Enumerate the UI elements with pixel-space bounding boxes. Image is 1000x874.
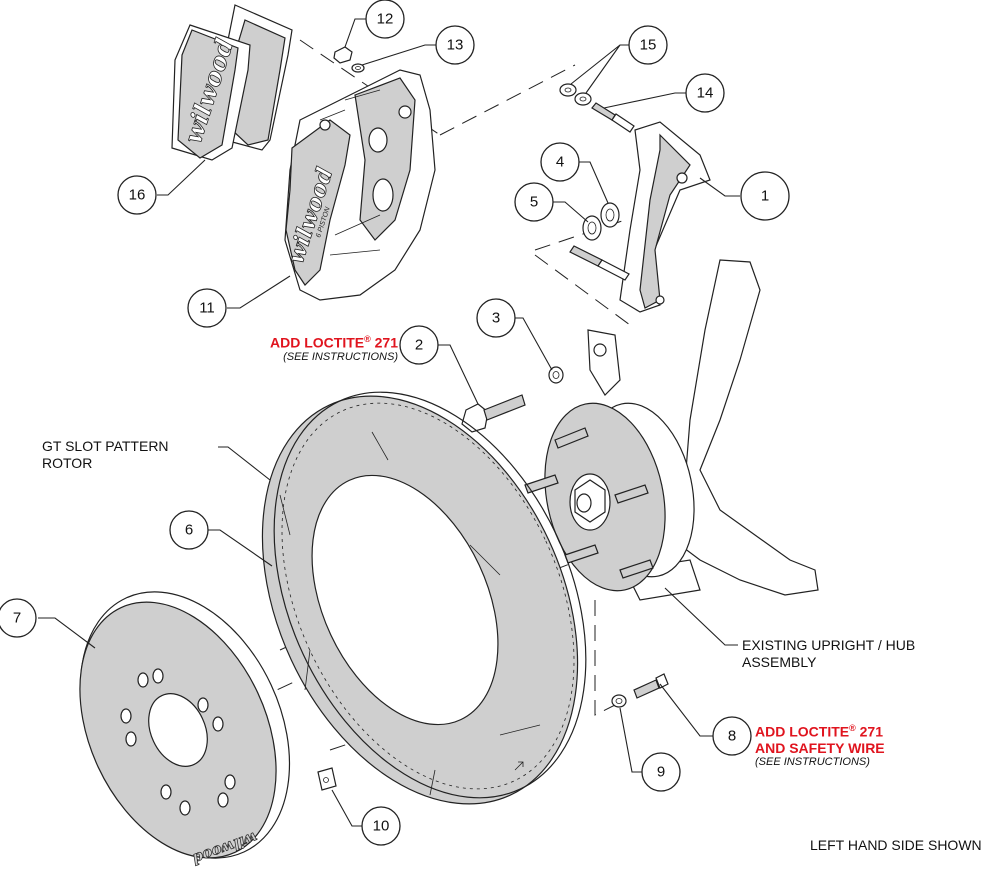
hat-loctite-note: ADD LOCTITE® 271 AND SAFETY WIRE (SEE IN… bbox=[755, 720, 885, 769]
svg-text:9: 9 bbox=[657, 764, 665, 781]
rotor bbox=[261, 391, 587, 805]
bolt-note-sub: (SEE INSTRUCTIONS) bbox=[283, 350, 398, 363]
hat-note-sub: (SEE INSTRUCTIONS) bbox=[755, 755, 870, 768]
callout-13: 13 bbox=[435, 25, 475, 65]
callout-2: 2 bbox=[399, 325, 439, 365]
callout-1: 1 bbox=[740, 171, 790, 221]
bolt-washer bbox=[548, 366, 564, 384]
shim-washers bbox=[582, 202, 620, 241]
rotor-label: GT SLOT PATTERN ROTOR bbox=[42, 438, 169, 472]
bolt-loctite-note: ADD LOCTITE® 271 (SEE INSTRUCTIONS) bbox=[268, 331, 398, 364]
hat-note-line2: AND SAFETY WIRE bbox=[755, 739, 885, 756]
svg-text:12: 12 bbox=[377, 11, 394, 28]
svg-text:3: 3 bbox=[492, 310, 500, 327]
caliper: wilwood 6 PISTON bbox=[283, 69, 436, 301]
t-nut bbox=[317, 767, 337, 791]
caliper-stud bbox=[591, 102, 635, 133]
svg-text:6: 6 bbox=[185, 522, 193, 539]
callout-4: 4 bbox=[540, 142, 580, 182]
svg-text:15: 15 bbox=[640, 37, 657, 54]
svg-text:16: 16 bbox=[129, 187, 146, 204]
stud-washers bbox=[559, 83, 592, 106]
hub-label-line1: EXISTING UPRIGHT / HUB bbox=[742, 637, 916, 653]
callouts: 1 2 3 4 5 6 7 8 9 10 11 12 13 14 15 16 bbox=[0, 0, 790, 846]
lower-stud bbox=[569, 245, 630, 281]
svg-text:8: 8 bbox=[728, 728, 736, 745]
callout-3: 3 bbox=[476, 298, 516, 338]
rotation-arrow-icon bbox=[514, 761, 524, 771]
brake-pads: wilwood bbox=[171, 4, 293, 161]
caliper-nut bbox=[333, 46, 353, 64]
callout-8: 8 bbox=[712, 716, 752, 756]
callout-15: 15 bbox=[628, 25, 668, 65]
svg-text:13: 13 bbox=[447, 37, 464, 54]
callout-16: 16 bbox=[117, 175, 157, 215]
svg-text:14: 14 bbox=[697, 85, 714, 102]
wheel-studs bbox=[524, 427, 654, 579]
callout-5: 5 bbox=[514, 182, 554, 222]
caliper-washer bbox=[351, 63, 365, 73]
svg-text:4: 4 bbox=[556, 154, 564, 171]
rotor-label-line2: ROTOR bbox=[42, 455, 93, 471]
svg-text:11: 11 bbox=[199, 300, 215, 317]
caliper-bracket bbox=[619, 121, 711, 313]
left-hand-side-shown: LEFT HAND SIDE SHOWN bbox=[810, 837, 982, 853]
bolt-note-line1: ADD LOCTITE® 271 bbox=[270, 334, 398, 351]
leader-lines bbox=[38, 18, 740, 827]
callout-14: 14 bbox=[685, 73, 725, 113]
hat-bolt bbox=[633, 673, 669, 699]
hat-holes bbox=[120, 668, 236, 816]
svg-text:1: 1 bbox=[761, 188, 769, 205]
hub-label: EXISTING UPRIGHT / HUB ASSEMBLY bbox=[742, 637, 915, 671]
footer-note: LEFT HAND SIDE SHOWN bbox=[810, 837, 982, 854]
svg-text:10: 10 bbox=[373, 818, 390, 835]
callout-7: 7 bbox=[0, 598, 37, 638]
svg-text:7: 7 bbox=[13, 610, 21, 627]
hub-label-line2: ASSEMBLY bbox=[742, 654, 817, 670]
rotor-hat: wilwood bbox=[79, 591, 291, 869]
rotor-slots bbox=[279, 431, 541, 796]
rotor-label-line1: GT SLOT PATTERN bbox=[42, 438, 169, 454]
hub bbox=[524, 402, 695, 592]
svg-text:2: 2 bbox=[415, 337, 423, 354]
svg-text:5: 5 bbox=[530, 194, 538, 211]
callout-11: 11 bbox=[187, 288, 227, 328]
callout-6: 6 bbox=[169, 510, 209, 550]
callout-9: 9 bbox=[641, 752, 681, 792]
hat-note-line1: ADD LOCTITE® 271 bbox=[755, 723, 883, 740]
hat-washer bbox=[611, 694, 627, 708]
callout-12: 12 bbox=[365, 0, 405, 39]
callout-10: 10 bbox=[361, 806, 401, 846]
